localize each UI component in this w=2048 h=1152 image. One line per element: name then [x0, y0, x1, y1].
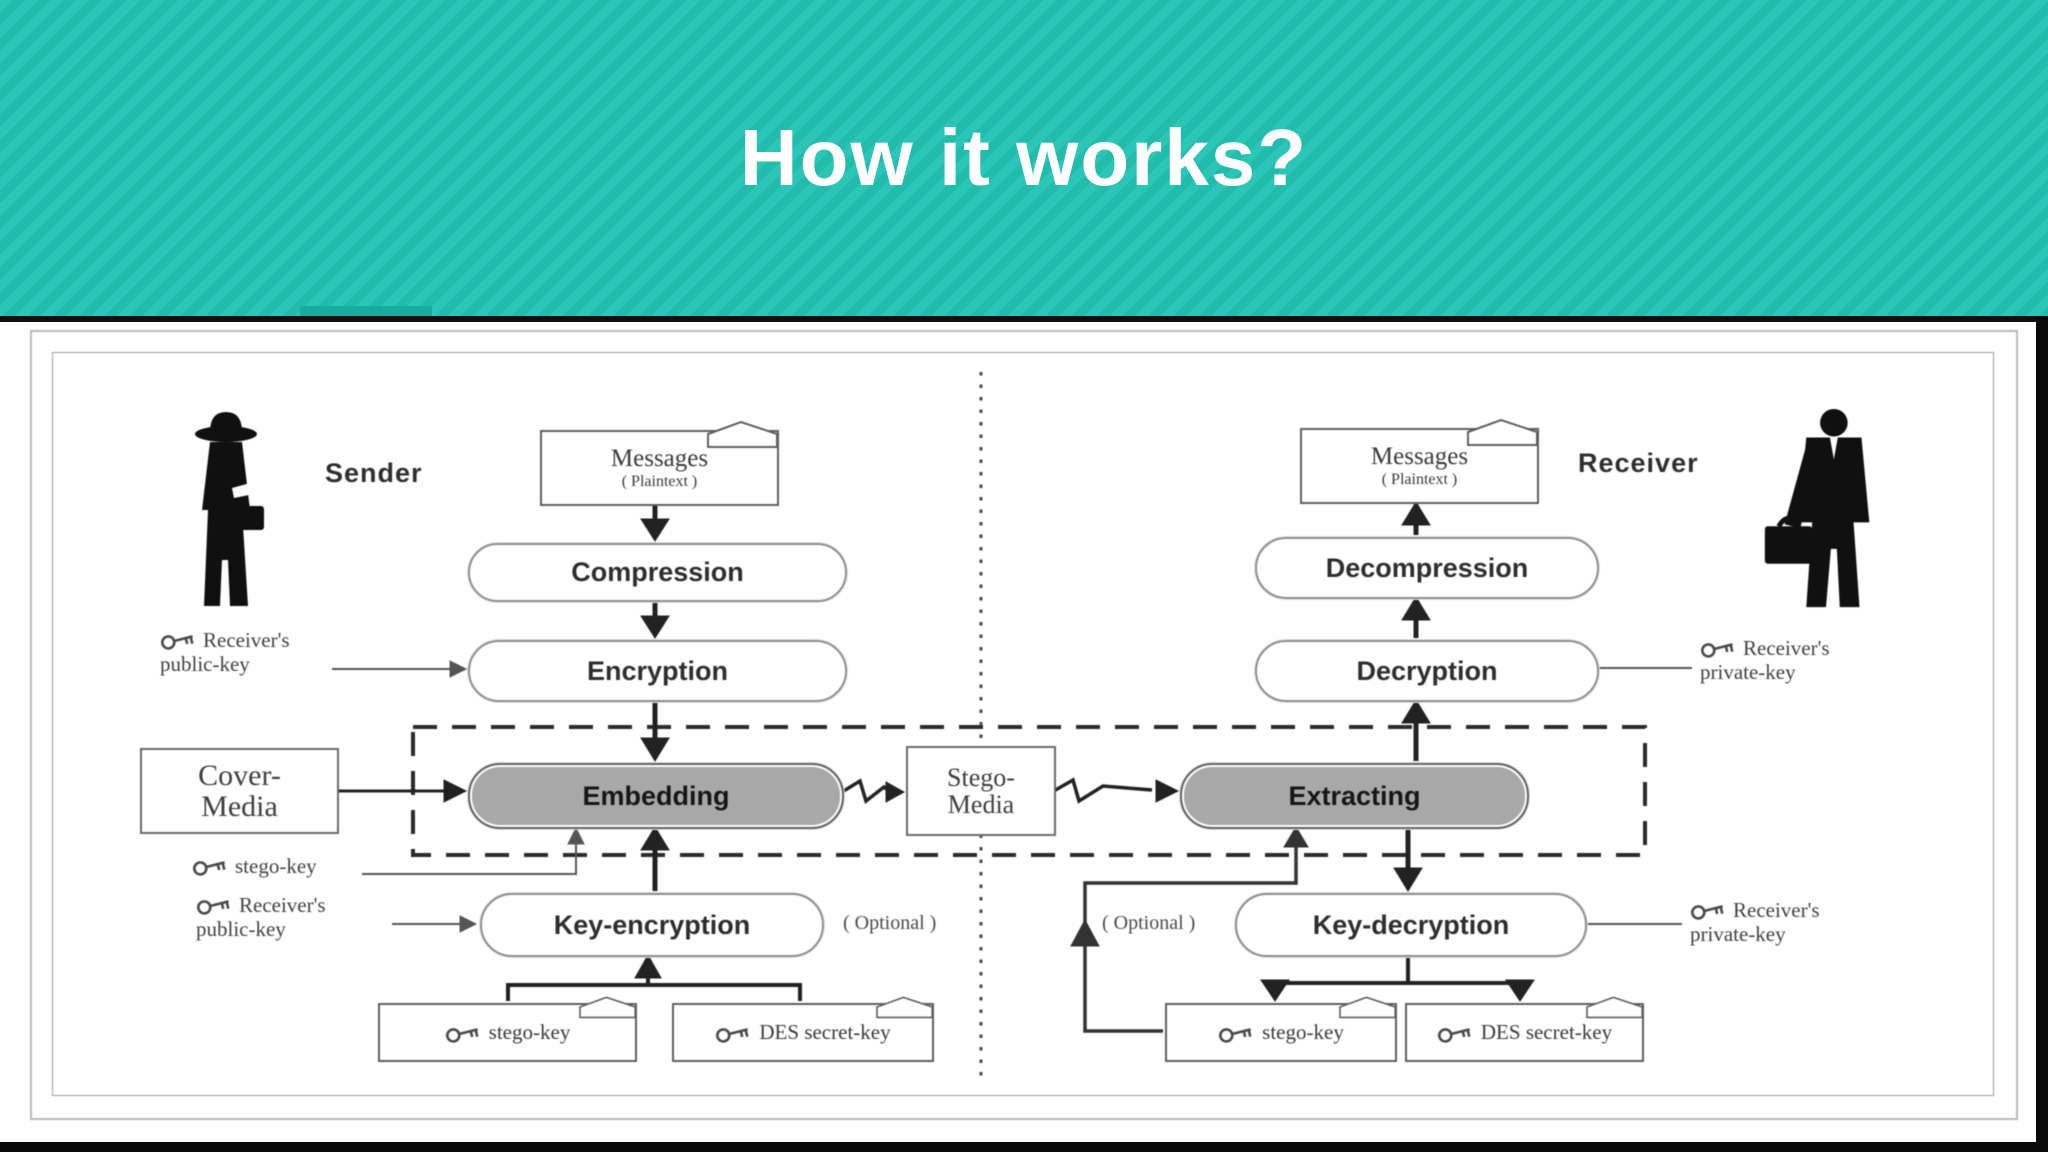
key-icon	[1437, 1027, 1471, 1043]
key-label-line2: public-key	[196, 917, 286, 942]
key-icon	[1690, 905, 1724, 920]
diagram-frame-outer	[30, 330, 2018, 1120]
banner-divider	[0, 316, 2048, 322]
messages-title: Messages	[610, 445, 709, 473]
page-fold-icon	[579, 996, 636, 1019]
page-title: How it works?	[739, 113, 1309, 202]
stego-media-box: Stego- Media	[906, 746, 1056, 836]
key-decryption-box: Key-decryption	[1235, 893, 1587, 957]
des-secret-key-doc-left: DES secret-key	[672, 996, 934, 1062]
diagram-frame-inner	[52, 352, 1994, 1096]
key-encryption-box: Key-encryption	[480, 893, 824, 957]
key-icon	[196, 900, 230, 915]
key-label-line1: stego-key	[235, 854, 317, 878]
optional-feedback-loop	[1070, 826, 1309, 1033]
steganography-diagram: Sender Receiver Messages ( Plaintext ) M…	[0, 322, 2048, 1142]
key-icon	[1219, 1027, 1252, 1043]
doc-label: DES secret-key	[1480, 1020, 1613, 1044]
receiver-label: Receiver	[1578, 448, 1699, 478]
receiver-private-key-label-lower: Receiver's private-key	[1690, 898, 1880, 946]
messages-doc-sender: Messages ( Plaintext )	[540, 420, 779, 506]
stego-key-label: stego-key	[192, 854, 317, 878]
stego-media-line2: Media	[947, 790, 1015, 819]
page-fold-icon	[707, 420, 778, 448]
doc-label: DES secret-key	[759, 1020, 891, 1044]
compression-box: Compression	[468, 543, 847, 602]
receiver-public-key-label-upper: Receiver's public-key	[160, 628, 340, 676]
stego-media-line1: Stego-	[947, 762, 1015, 792]
thick-flow-arrows	[335, 501, 1535, 1002]
extracting-box: Extracting	[1180, 763, 1529, 829]
page-fold-icon	[1339, 996, 1396, 1019]
page-fold-icon	[876, 996, 933, 1019]
stego-key-doc-left: stego-key	[378, 996, 637, 1062]
des-secret-key-doc-right: DES secret-key	[1405, 996, 1644, 1062]
receiver-figure	[1764, 408, 1870, 608]
key-label-line2: private-key	[1690, 922, 1786, 947]
receiver-public-key-label-lower: Receiver's public-key	[196, 893, 392, 941]
doc-label: stego-key	[1262, 1020, 1344, 1044]
key-label-line1: Receiver's	[203, 628, 290, 652]
messages-doc-receiver: Messages ( Plaintext )	[1300, 418, 1539, 504]
key-label-line2: public-key	[160, 652, 250, 677]
thin-key-lines	[332, 660, 1692, 933]
key-label-line1: Receiver's	[1733, 898, 1820, 922]
cover-media-line1: Cover-	[198, 758, 281, 792]
key-label-line2: private-key	[1700, 660, 1796, 685]
cover-media-line2: Media	[201, 790, 278, 823]
optional-label-right: ( Optional )	[1102, 912, 1196, 934]
stego-key-doc-right: stego-key	[1165, 996, 1397, 1062]
key-icon	[192, 861, 226, 876]
key-icon	[1700, 643, 1734, 658]
right-border-strip	[2036, 316, 2048, 1152]
optional-label-left: ( Optional )	[843, 912, 937, 934]
key-label-line1: Receiver's	[239, 893, 326, 917]
messages-title: Messages	[1370, 443, 1469, 471]
embedding-box: Embedding	[468, 763, 844, 829]
bottom-border-strip	[0, 1142, 2048, 1152]
key-icon	[445, 1027, 479, 1043]
key-icon	[716, 1027, 749, 1043]
title-banner: How it works?	[0, 0, 2048, 316]
banner-artifact	[300, 306, 432, 316]
sender-figure	[195, 412, 264, 606]
key-icon	[160, 635, 194, 650]
page-fold-icon	[1467, 418, 1538, 446]
key-label-line1: Receiver's	[1743, 636, 1830, 660]
doc-label: stego-key	[488, 1020, 571, 1044]
encryption-box: Encryption	[468, 640, 847, 702]
sender-label: Sender	[325, 458, 423, 488]
decryption-box: Decryption	[1255, 640, 1599, 702]
receiver-private-key-label-upper: Receiver's private-key	[1700, 636, 1890, 684]
decompression-box: Decompression	[1255, 537, 1599, 599]
cover-media-box: Cover- Media	[140, 748, 339, 834]
messages-subtitle: ( Plaintext )	[1381, 470, 1458, 488]
page-fold-icon	[1586, 996, 1643, 1019]
messages-subtitle: ( Plaintext )	[621, 472, 698, 490]
